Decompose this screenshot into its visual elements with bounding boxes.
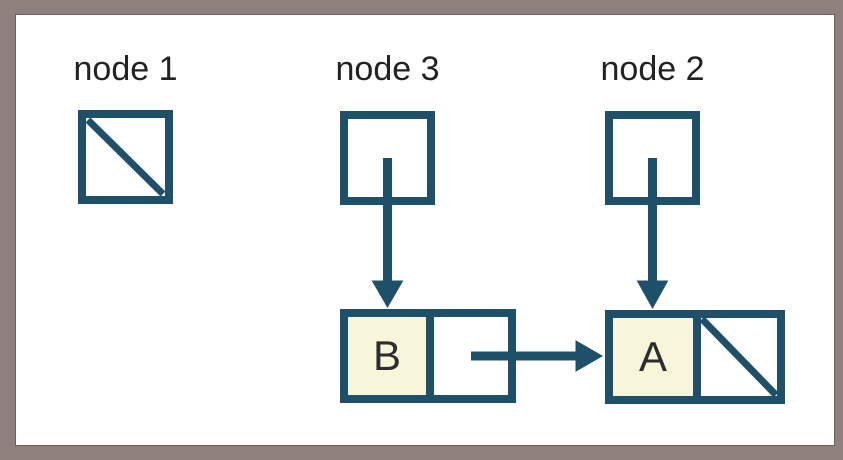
data-cell: B: [348, 317, 434, 395]
node2-label: node 2: [600, 50, 705, 88]
cell-value: A: [638, 333, 667, 380]
list-node-B: B: [340, 309, 516, 403]
list-node-A: A: [605, 310, 785, 404]
node1-label: node 1: [73, 50, 178, 88]
node2-pointer-box: [605, 111, 700, 205]
cell-value: B: [372, 332, 401, 379]
node3-label: node 3: [335, 50, 440, 88]
next-pointer-cell: [434, 317, 508, 395]
data-cell: A: [613, 318, 701, 396]
next-pointer-cell: [701, 318, 777, 396]
node3-pointer-box: [340, 111, 435, 205]
node1-pointer-box: [78, 110, 173, 204]
